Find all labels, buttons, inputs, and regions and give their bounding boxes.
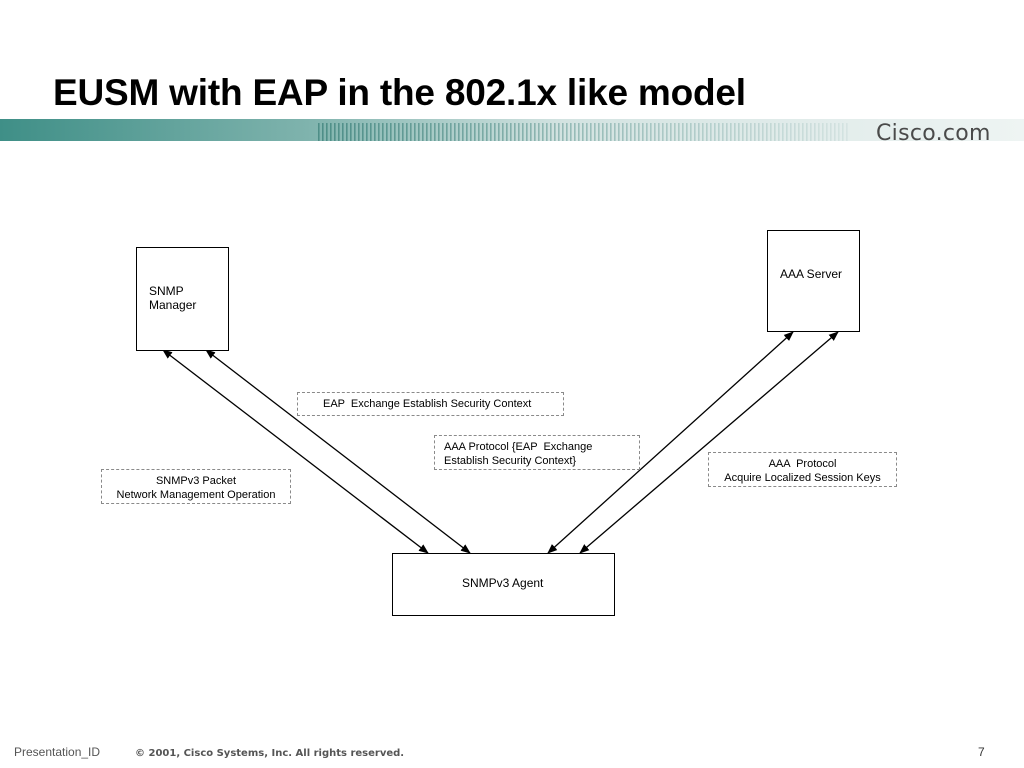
aaa-server-label: AAA Server bbox=[780, 267, 843, 281]
snmpv3-agent-label: SNMPv3 Agent bbox=[462, 576, 544, 590]
aaa-server-node: AAA Server bbox=[767, 230, 860, 332]
slide-title: EUSM with EAP in the 802.1x like model bbox=[53, 72, 746, 113]
arrow-agent-server-inner bbox=[579, 331, 839, 554]
copyright-notice: © 2001, Cisco Systems, Inc. All rights r… bbox=[135, 748, 405, 759]
snmp-manager-node: SNMP Manager bbox=[136, 247, 229, 351]
presentation-id: Presentation_ID bbox=[14, 745, 101, 759]
cisco-logo: Cisco.com bbox=[876, 121, 991, 146]
header-band bbox=[0, 119, 1024, 141]
header-band-stripes bbox=[318, 123, 848, 141]
eap-exchange-label: EAP Exchange Establish Security Context bbox=[297, 392, 564, 416]
arrow-manager-agent-inner bbox=[205, 349, 471, 554]
snmpv3-packet-label: SNMPv3 Packet Network Management Operati… bbox=[101, 469, 291, 504]
aaa-protocol-keys-label: AAA Protocol Acquire Localized Session K… bbox=[708, 452, 897, 487]
page-number: 7 bbox=[978, 745, 985, 759]
aaa-protocol-eap-label: AAA Protocol {EAP Exchange Establish Sec… bbox=[434, 435, 640, 470]
arrow-manager-agent-outer bbox=[162, 349, 429, 554]
snmpv3-agent-node: SNMPv3 Agent bbox=[392, 553, 615, 616]
snmp-manager-label: SNMP Manager bbox=[149, 284, 197, 312]
